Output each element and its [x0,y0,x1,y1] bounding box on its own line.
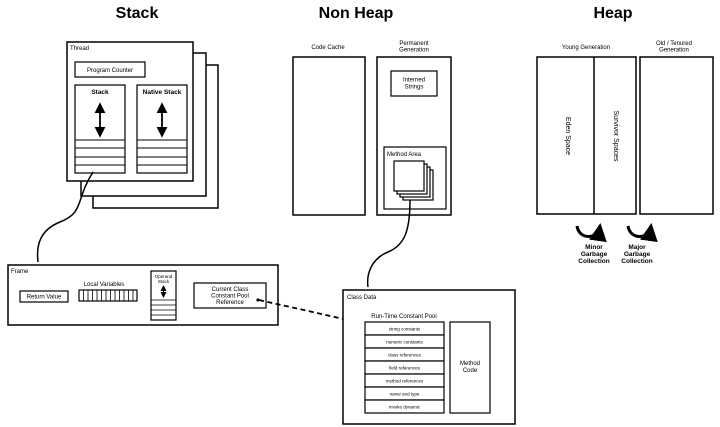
program-counter-label: Program Counter [87,68,133,74]
interned-strings-label-2: Strings [405,85,424,91]
method-area-to-class-data-connector [366,199,411,288]
pool-item-label: invoke dynamic [389,405,421,410]
operand-stack-label-2: Stack [158,279,170,284]
pool-item-label: method references [386,379,424,384]
stack-header: Stack [116,5,159,22]
return-value-box [19,290,69,303]
ccp-ref-label-3: Reference [216,300,244,306]
stack-column-label: Stack [91,89,109,96]
interned-strings-box [390,70,438,97]
constant-pool-reference-box [193,282,267,309]
local-variables-array [78,289,138,302]
young-generation-box [536,56,637,215]
major-gc-label-1: Major [628,244,646,251]
minor-gc-label-2: Garbage [581,251,608,258]
major-gc-arrow [626,223,658,243]
old-generation-box [639,56,714,215]
method-area-class-stack [393,160,434,201]
pool-item-label: string constants [389,327,421,332]
pool-item-label: class references [388,353,422,358]
survivor-spaces-label: Survivor Spaces [612,111,619,162]
minor-gc-label-3: Collection [578,258,609,265]
ccp-ref-label-1: Current Class [212,287,249,293]
class-data-label: Class Data [347,295,377,301]
perm-gen-label-1: Permanent [399,41,429,47]
stack-to-frame-connector [36,171,94,263]
minor-gc-label-1: Minor [585,244,603,251]
method-code-label-2: Code [463,368,478,374]
non-heap-header: Non Heap [319,5,394,22]
young-generation-label: Young Generation [562,45,610,51]
runtime-constant-pool: string constants numeric constants class… [364,321,445,414]
method-code-label-1: Method [460,361,480,367]
old-generation-label-2: Generation [659,48,689,54]
frame-label: Frame [11,269,29,275]
major-gc-label-3: Collection [621,258,652,265]
method-area-label: Method Area [387,152,422,158]
native-stack-label: Native Stack [143,89,182,96]
runtime-constant-pool-label: Run-Time Constant Pool [371,314,436,320]
operand-stack-label-1: Operand [155,274,173,279]
operand-stack: Operand Stack [150,270,177,321]
old-generation-label-1: Old / Tenured [656,41,692,47]
return-value-label: Return Value [27,295,62,301]
pool-item-label: name and type [390,392,420,397]
interned-strings-label-1: Interned [403,78,425,84]
ccp-ref-label-2: Constant Pool [211,294,249,300]
minor-gc-arrow [575,223,607,243]
thread-label: Thread [70,46,89,52]
code-cache-box [292,56,366,216]
pool-item [364,399,445,414]
pool-item-label: numeric constants [386,340,423,345]
method-code-box [449,321,491,414]
program-counter-box [74,61,146,78]
major-gc-label-2: Garbage [624,251,651,258]
pool-item-label: field references [389,366,421,371]
local-variables-label: Local Variables [84,282,125,288]
perm-gen-label-2: Generation [399,48,429,54]
heap-header: Heap [593,5,632,22]
code-cache-label: Code Cache [311,45,345,51]
reference-dot [256,298,260,302]
eden-space-label: Eden Space [564,117,571,155]
